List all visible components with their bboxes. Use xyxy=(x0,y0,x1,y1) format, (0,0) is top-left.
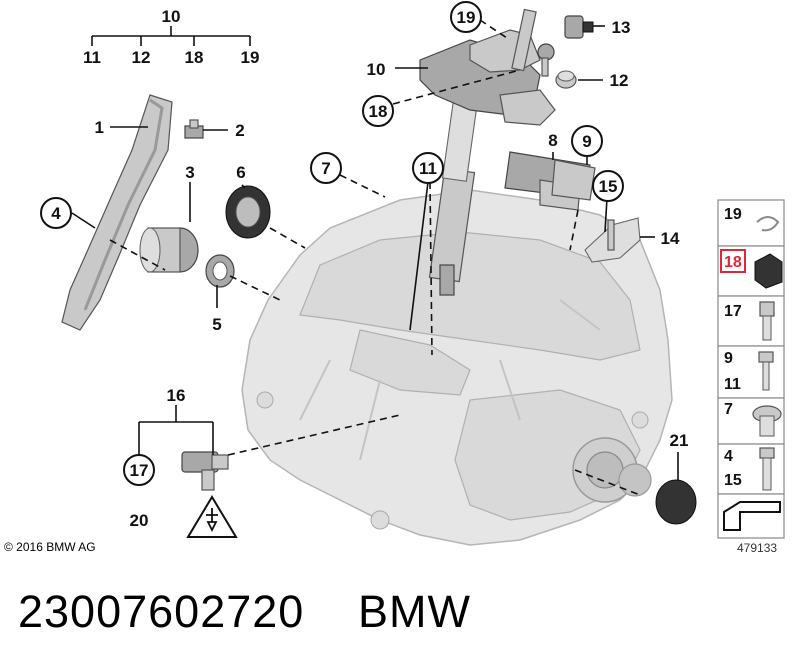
callout-14: 14 xyxy=(661,229,680,248)
callout-9: 9 xyxy=(582,132,591,151)
callout-15: 15 xyxy=(599,177,618,196)
part-2-bolt xyxy=(184,119,204,139)
callout-1: 1 xyxy=(95,118,104,137)
part-9-bracket xyxy=(551,159,596,201)
callout-6: 6 xyxy=(236,163,245,182)
part-20-warning-label-icon xyxy=(186,495,238,538)
callout-10: 10 xyxy=(367,60,386,79)
diagram-id: 479133 xyxy=(737,541,778,555)
part-14-bracket xyxy=(584,217,641,263)
callout-10-group: 10 xyxy=(162,7,181,26)
legend-17-label: 17 xyxy=(724,303,742,320)
bolt-head-icon xyxy=(759,301,775,317)
callout-5: 5 xyxy=(212,315,221,334)
callout-19: 19 xyxy=(457,8,476,27)
copyright-text: © 2016 BMW AG xyxy=(4,540,96,554)
shift-lever-assembly xyxy=(419,8,556,296)
callout-18: 18 xyxy=(369,102,388,121)
callout-17: 17 xyxy=(130,461,149,480)
callout-4: 4 xyxy=(51,204,61,223)
part-12-bushing xyxy=(555,70,577,89)
callout-labels: 10 11 12 18 19 1 2 3 5 6 8 10 12 13 14 1… xyxy=(40,1,689,530)
part-13-switch xyxy=(564,15,594,39)
callout-16: 16 xyxy=(167,386,186,405)
callout-2: 2 xyxy=(235,121,244,140)
callout-3: 3 xyxy=(185,163,194,182)
part-number: 23007602720 xyxy=(18,586,305,637)
screw-icon xyxy=(758,351,774,363)
transmission-housing xyxy=(241,189,673,546)
brand-name: BMW xyxy=(358,586,471,637)
parts-legend: 19 18 17 9 11 7 4 15 xyxy=(717,199,785,539)
clip-icon xyxy=(756,216,780,232)
callout-18-group: 18 xyxy=(185,48,204,67)
callout-21: 21 xyxy=(670,431,689,450)
callout-7: 7 xyxy=(321,159,330,178)
part-3-guide-sleeve xyxy=(139,227,199,273)
leader-lines xyxy=(71,19,679,496)
legend-9-label: 9 xyxy=(724,350,733,367)
callout-11: 11 xyxy=(419,159,437,178)
legend-7-label: 7 xyxy=(724,401,733,418)
part-21-cap xyxy=(655,479,697,525)
part-16-sensor xyxy=(181,451,229,491)
legend-4-label: 4 xyxy=(724,448,733,465)
legend-19-label: 19 xyxy=(724,206,742,223)
callout-12-group: 12 xyxy=(132,48,151,67)
legend-18-label: 18 xyxy=(724,254,742,271)
callout-13: 13 xyxy=(612,18,631,37)
legend-highlight xyxy=(720,249,746,273)
callout-11-group: 11 xyxy=(83,48,101,67)
part-6-shaft-seal xyxy=(225,185,271,239)
legend-15-label: 15 xyxy=(724,472,742,489)
callout-8: 8 xyxy=(548,131,557,150)
callout-12: 12 xyxy=(610,71,629,90)
callout-19-group: 19 xyxy=(241,48,260,67)
bushing-icon xyxy=(754,253,783,289)
part-1-release-lever xyxy=(61,94,173,331)
screw-icon-2 xyxy=(759,447,775,459)
part-5-seal xyxy=(205,254,235,288)
legend-11-label: 11 xyxy=(724,376,741,393)
callout-20: 20 xyxy=(130,511,149,530)
